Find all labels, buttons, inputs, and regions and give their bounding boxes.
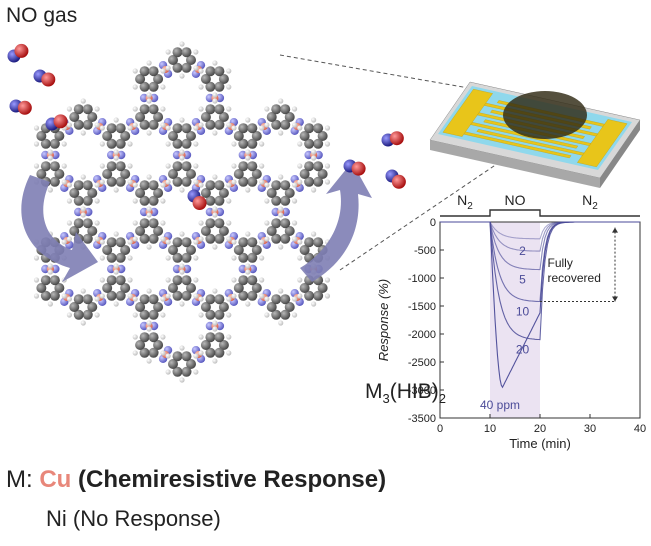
left-arrow [21, 175, 99, 282]
sensor-device [429, 81, 641, 188]
no-exposure-band [490, 222, 540, 418]
response-chart: N2 NO N2 0 -500 -1000 -1500 -2000 -2500 -3000 -350… [376, 192, 646, 451]
mof-film [503, 91, 587, 139]
x-axis-label: Time (min) [509, 436, 571, 451]
right-arrow [300, 162, 372, 282]
y-tick-label: -1500 [408, 301, 436, 313]
series-label: 2 [519, 244, 526, 258]
no-gas-label: NO gas [6, 4, 78, 27]
gas-phase-label: NO [505, 192, 526, 208]
ni-label: Ni [46, 506, 67, 531]
x-tick-label: 20 [534, 423, 546, 435]
x-tick-label: 10 [484, 423, 496, 435]
cu-label: Cu [39, 466, 72, 493]
response-curve [440, 221, 640, 240]
cu-response: (Chemiresistive Response) [78, 466, 387, 493]
formula-sub-ligand: 2 [438, 391, 446, 407]
gas-phase-label: N2 [457, 192, 473, 212]
no-molecules [7, 43, 406, 211]
x-tick-label: 40 [634, 423, 646, 435]
zoom-line-top [279, 54, 481, 91]
ni-line: Ni (No Response) [46, 506, 221, 532]
formula-metal: M [365, 380, 383, 403]
annotation-line1: Fully [548, 256, 573, 270]
y-tick-label: -3000 [408, 385, 436, 397]
series-label: 10 [516, 305, 530, 319]
series-label: 5 [519, 273, 526, 287]
ni-response: (No Response) [72, 506, 221, 531]
y-tick-label: 0 [430, 217, 436, 229]
y-tick-label: -1000 [408, 273, 436, 285]
series-label: 40 ppm [480, 398, 520, 412]
zoom-line-bottom [339, 144, 526, 271]
y-tick-label: -2000 [408, 329, 436, 341]
y-tick-label: -3500 [408, 413, 436, 425]
y-tick-label: -500 [414, 245, 436, 257]
x-tick-label: 0 [437, 423, 443, 435]
formula-label: M3(HIB)2 [365, 380, 446, 406]
annotation-line2: recovered [548, 271, 601, 285]
y-axis-label: Response (%) [376, 279, 391, 361]
gas-phase-label: N2 [582, 192, 598, 212]
series-label: 20 [516, 343, 530, 357]
formula-sub-metal: 3 [382, 391, 390, 407]
x-tick-label: 30 [584, 423, 596, 435]
y-tick-label: -2500 [408, 357, 436, 369]
formula-ligand: (HIB) [389, 380, 439, 403]
metal-prefix: M: [6, 466, 40, 493]
response-curve [440, 221, 640, 252]
mof-framework [33, 41, 331, 383]
gas-phase-step [440, 209, 640, 217]
cu-line: M: Cu (Chemiresistive Response) [6, 466, 386, 494]
